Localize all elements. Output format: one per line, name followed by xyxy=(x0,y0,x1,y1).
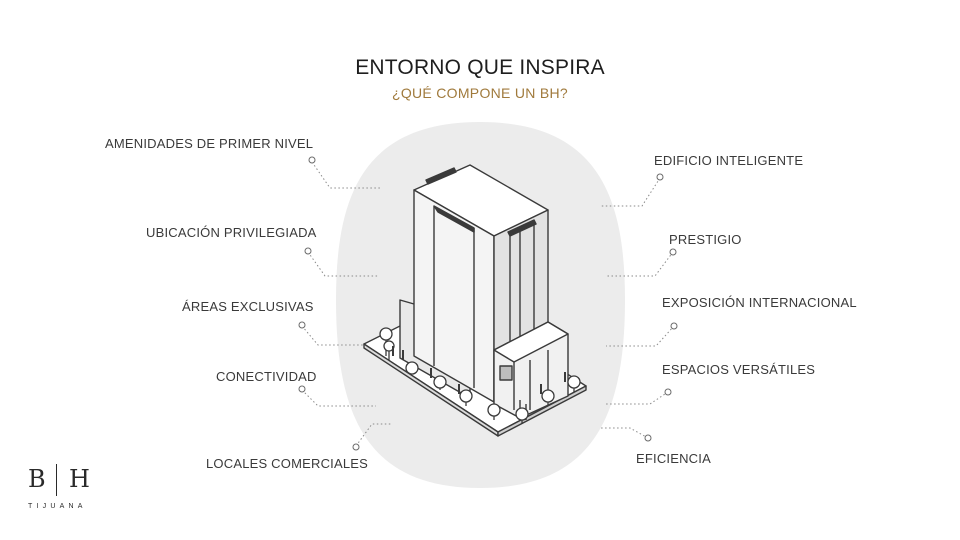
logo-letter-b: B xyxy=(28,465,46,493)
dot-areas xyxy=(298,321,306,329)
page-subtitle: ¿QUÉ COMPONE UN BH? xyxy=(391,85,569,101)
dot-amenidades xyxy=(308,156,316,164)
feature-amenidades: AMENIDADES DE PRIMER NIVEL xyxy=(105,136,314,151)
dot-espacios xyxy=(664,388,672,396)
connector-eficiencia xyxy=(600,427,649,439)
feature-espacios: ESPACIOS VERSÁTILES xyxy=(662,362,816,377)
connector-locales xyxy=(355,423,392,447)
feature-locales: LOCALES COMERCIALES xyxy=(206,456,369,471)
connector-exposicion xyxy=(606,325,675,347)
logo-city: TIJUANA xyxy=(28,503,87,510)
dot-eficiencia xyxy=(644,434,652,442)
connector-amenidades xyxy=(311,161,380,189)
trees xyxy=(379,327,581,424)
dot-locales xyxy=(352,443,360,451)
dot-exposicion xyxy=(670,322,678,330)
connector-areas xyxy=(301,325,375,346)
dot-inteligente xyxy=(656,173,664,181)
feature-eficiencia: EFICIENCIA xyxy=(636,451,711,466)
feature-inteligente: EDIFICIO INTELIGENTE xyxy=(654,153,804,168)
dot-conectividad xyxy=(298,385,306,393)
connector-inteligente xyxy=(600,177,661,207)
dot-ubicacion xyxy=(304,247,312,255)
feature-areas: ÁREAS EXCLUSIVAS xyxy=(182,299,314,314)
dot-prestigio xyxy=(669,248,677,256)
page-title: ENTORNO QUE INSPIRA xyxy=(355,56,605,79)
feature-conectividad: CONECTIVIDAD xyxy=(216,369,317,384)
connector-espacios xyxy=(604,391,669,405)
feature-ubicacion: UBICACIÓN PRIVILEGIADA xyxy=(146,225,317,240)
feature-exposicion: EXPOSICIÓN INTERNACIONAL xyxy=(662,295,857,310)
feature-prestigio: PRESTIGIO xyxy=(669,232,742,247)
connector-conectividad xyxy=(301,389,376,407)
connector-ubicacion xyxy=(307,251,378,277)
logo-divider xyxy=(56,464,57,496)
logo-letter-h: H xyxy=(69,465,90,493)
